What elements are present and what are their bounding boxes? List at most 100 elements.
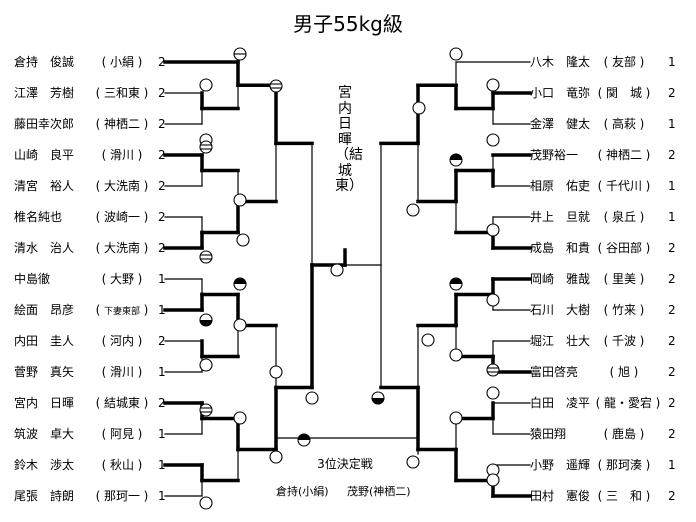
- result-mark: [449, 277, 463, 291]
- entrant-name: 小野 遥輝: [530, 458, 591, 472]
- entrant-name: 小口 竜弥: [530, 86, 591, 100]
- result-mark: [233, 411, 247, 425]
- right-entrant-row: 田村 憲俊(三 和)2: [0, 487, 696, 505]
- entrant-school: (鹿島): [603, 427, 645, 441]
- entrant-points: 2: [668, 241, 676, 255]
- result-mark: [269, 365, 283, 379]
- entrant-name: 猿田翔: [530, 427, 567, 441]
- entrant-name: 田村 憲俊: [530, 489, 591, 503]
- entrant-points: 1: [668, 55, 676, 69]
- left-entrant-row: 清宮 裕人(大洗南)2: [0, 177, 696, 195]
- result-mark: [486, 363, 500, 377]
- result-mark: [330, 263, 344, 277]
- result-mark: [305, 391, 319, 405]
- left-entrant-row: 清水 治人(大洗南)2: [0, 239, 696, 257]
- left-entrant-row: 尾張 詩朗(那珂一)1: [0, 487, 696, 505]
- entrant-points: 2: [158, 55, 166, 69]
- entrant-points: 2: [158, 241, 166, 255]
- right-entrant-row: 金澤 健太(高萩)1: [0, 115, 696, 133]
- entrant-name: 尾張 詩朗: [14, 489, 75, 503]
- entrant-school: (千代川): [597, 179, 651, 193]
- entrant-school: (谷田部): [597, 241, 651, 255]
- left-entrant-row: 鈴木 渉太(秋山)1: [0, 456, 696, 474]
- entrant-name: 金澤 健太: [530, 117, 591, 131]
- entrant-name: 茂野裕一: [530, 148, 579, 162]
- result-mark: [199, 496, 213, 510]
- result-mark: [233, 193, 247, 207]
- result-mark: [233, 47, 247, 61]
- result-mark: [233, 277, 247, 291]
- entrant-points: 1: [668, 210, 676, 224]
- entrant-school: (下妻東部): [95, 303, 149, 317]
- entrant-school: (泉丘): [603, 210, 645, 224]
- entrant-points: 1: [158, 365, 166, 379]
- entrant-school: (高萩): [603, 117, 645, 131]
- entrant-name: 岡崎 雅哉: [530, 272, 591, 286]
- entrant-school: (大洗南): [95, 179, 149, 193]
- page-title: 男子55kg級: [293, 12, 403, 36]
- right-entrant-row: 小口 竜弥(関 城)2: [0, 84, 696, 102]
- entrant-name: 成島 和貴: [530, 241, 591, 255]
- entrant-name: 石川 大樹: [530, 303, 591, 317]
- result-mark: [199, 313, 213, 327]
- entrant-points: 1: [158, 489, 166, 503]
- result-mark: [486, 293, 500, 307]
- entrant-school: (三和東): [95, 86, 149, 100]
- entrant-name: 井上 旦就: [530, 210, 591, 224]
- result-mark: [406, 455, 420, 469]
- result-mark: [371, 391, 385, 405]
- entrant-name: 清水 治人: [14, 241, 75, 255]
- result-mark: [406, 203, 420, 217]
- entrant-name: 清宮 裕人: [14, 179, 75, 193]
- left-entrant-row: 絵面 昂彦(下妻東部)1: [0, 301, 696, 319]
- result-mark: [199, 358, 213, 372]
- entrant-school: (結城東): [95, 396, 149, 410]
- entrant-name: 富田啓亮: [530, 365, 579, 379]
- entrant-points: 2: [668, 396, 676, 410]
- result-mark: [449, 47, 463, 61]
- entrant-name: 内田 圭人: [14, 334, 75, 348]
- entrant-school: (滑川): [101, 148, 143, 162]
- entrant-name: 山崎 良平: [14, 148, 75, 162]
- result-mark: [449, 411, 463, 425]
- entrant-points: 2: [668, 365, 676, 379]
- entrant-name: 相原 佑吏: [530, 179, 591, 193]
- third-place-label: 3位決定戦: [317, 457, 373, 471]
- right-entrant-row: 白田 凌平(龍・愛宕)2: [0, 394, 696, 412]
- entrant-points: 2: [158, 86, 166, 100]
- entrant-points: 2: [668, 427, 676, 441]
- right-entrant-row: 成島 和貴 (谷田部) 2: [0, 239, 696, 257]
- entrant-name: 筑波 卓大: [14, 427, 75, 441]
- result-mark: [412, 101, 426, 115]
- entrant-school: (阿見): [101, 427, 143, 441]
- result-mark: [233, 318, 247, 332]
- entrant-name: 鈴木 渉太: [14, 458, 75, 472]
- right-entrant-row: 八木 隆太(友部)1: [0, 53, 696, 71]
- entrant-points: 2: [668, 148, 676, 162]
- result-mark: [199, 250, 213, 264]
- entrant-points: 2: [668, 303, 676, 317]
- entrant-school: (竹来): [603, 303, 645, 317]
- entrant-points: 1: [158, 303, 166, 317]
- champion-label: 宮内日暉（結城東）: [335, 85, 363, 194]
- result-mark: [236, 233, 250, 247]
- result-mark: [297, 433, 311, 447]
- right-entrant-row: 猿田翔 (鹿島) 2: [0, 425, 696, 443]
- result-mark: [449, 348, 463, 362]
- left-entrant-row: 倉持 俊誠(小絹)2: [0, 53, 696, 71]
- left-entrant-row: 藤田幸次郎(神栖二)2: [0, 115, 696, 133]
- entrant-points: 2: [158, 210, 166, 224]
- entrant-points: 1: [668, 458, 676, 472]
- left-entrant-row: 椎名純也(波崎一)2: [0, 208, 696, 226]
- entrant-points: 1: [668, 179, 676, 193]
- left-entrant-row: 山崎 良平 (滑川) 2: [0, 146, 696, 164]
- entrant-name: 江澤 芳樹: [14, 86, 75, 100]
- result-mark: [421, 333, 435, 347]
- entrant-name: 八木 隆太: [530, 55, 591, 69]
- result-mark: [199, 403, 213, 417]
- left-entrant-row: 内田 圭人(河内)2: [0, 332, 696, 350]
- entrant-school: (波崎一): [95, 210, 149, 224]
- entrant-school: (神栖二): [597, 148, 651, 162]
- entrant-name: 中島徹: [14, 272, 51, 286]
